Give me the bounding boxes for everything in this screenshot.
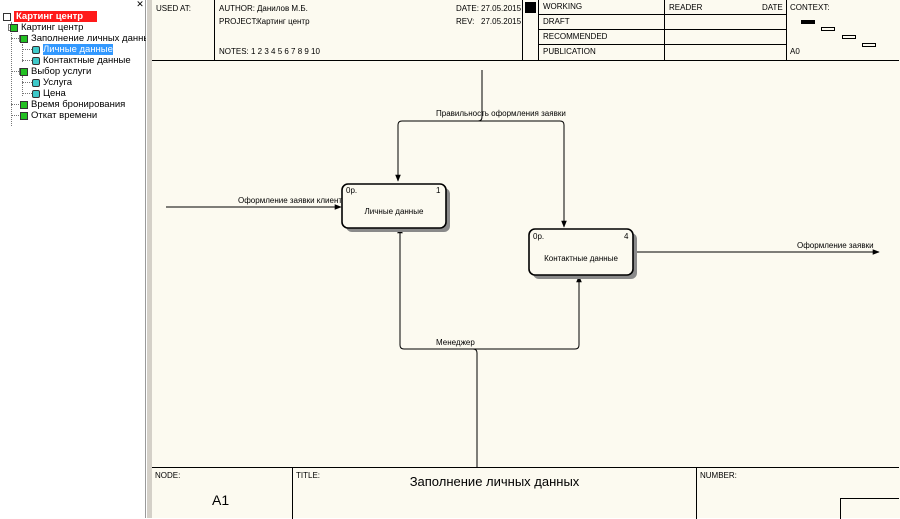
- activity-box-4[interactable]: 0р. 4 Контактные данные: [528, 228, 637, 279]
- context-box: [862, 43, 876, 47]
- reader-label: READER: [669, 3, 703, 12]
- activity-box-number: 1: [436, 186, 441, 195]
- node-value: A1: [212, 492, 230, 508]
- activity-icon: [20, 68, 28, 76]
- activity-box-name: Контактные данные: [544, 254, 618, 263]
- leaf-activity-icon: [32, 46, 40, 54]
- notes-label: NOTES: 1 2 3 4 5 6 7 8 9 10: [219, 47, 320, 56]
- status-marker: [525, 2, 536, 13]
- date-label: DATE:: [456, 4, 479, 13]
- mechanism-arrow-branch[interactable]: [473, 275, 582, 350]
- used-at-cell: USED AT:: [152, 0, 215, 60]
- activity-box-cost: 0р.: [346, 186, 357, 195]
- tree-item-service[interactable]: Услуга: [32, 78, 72, 88]
- page-title: Заполнение личных данных: [409, 474, 580, 489]
- activity-box-cost: 0р.: [533, 232, 544, 241]
- author-value: Данилов М.Б.: [257, 4, 308, 13]
- page-number-box: [840, 498, 899, 519]
- activity-box-1[interactable]: 0р. 1 Личные данные: [341, 183, 450, 232]
- tree-item-personal-data[interactable]: Личные данные: [32, 44, 113, 55]
- context-label: CONTEXT:: [790, 3, 830, 12]
- activity-icon: [20, 112, 28, 120]
- rev-value: 27.05.2015: [481, 17, 522, 26]
- idef0-diagram: Правильность оформления заявки Оформлени…: [166, 70, 880, 467]
- activity-box-number: 4: [624, 232, 629, 241]
- tree-item-price[interactable]: Цена: [32, 89, 66, 99]
- node-cell: NODE: A1: [152, 468, 293, 519]
- leaf-activity-icon: [32, 79, 40, 87]
- diagram-icon: [3, 13, 11, 21]
- diagram-header: USED AT: AUTHOR: Данилов М.Б. PROJECT: К…: [152, 0, 899, 61]
- status-recommended[interactable]: RECOMMENDED: [539, 30, 664, 45]
- status-draft[interactable]: DRAFT: [539, 15, 664, 30]
- activity-icon: [10, 24, 18, 32]
- model-explorer-pane: ✕ − − − Картинг центр Картинг центр Запо…: [0, 0, 155, 518]
- reader-cell: READER DATE: [665, 0, 787, 60]
- author-label: AUTHOR:: [219, 4, 255, 13]
- close-icon[interactable]: ✕: [136, 0, 144, 10]
- used-at-label: USED AT:: [156, 4, 191, 13]
- diagram-footer: NODE: A1 TITLE: Заполнение личных данных…: [152, 467, 899, 519]
- context-box: [842, 35, 856, 39]
- status-publication[interactable]: PUBLICATION: [543, 47, 596, 56]
- tree-item-choose-service[interactable]: Выбор услуги: [20, 67, 91, 77]
- number-label: NUMBER:: [700, 471, 737, 480]
- title-cell: TITLE: Заполнение личных данных: [293, 468, 697, 519]
- tree-item-contact-data[interactable]: Контактные данные: [32, 56, 131, 66]
- status-cell: WORKING DRAFT RECOMMENDED PUBLICATION: [539, 0, 665, 60]
- context-box-active: [801, 20, 815, 24]
- control-arrow-branch[interactable]: [478, 120, 567, 228]
- leaf-activity-icon: [32, 57, 40, 65]
- tree-item-booking-time[interactable]: Время бронирования: [20, 100, 125, 110]
- pane-splitter[interactable]: [146, 0, 153, 518]
- diagram-canvas[interactable]: USED AT: AUTHOR: Данилов М.Б. PROJECT: К…: [152, 0, 900, 519]
- control-arrow-stem[interactable]: [395, 70, 483, 182]
- number-cell: NUMBER:: [697, 468, 899, 519]
- activity-box-name: Личные данные: [365, 207, 424, 216]
- leaf-activity-icon: [32, 90, 40, 98]
- status-marker-cell: [523, 0, 539, 60]
- project-value: Картинг центр: [257, 17, 310, 26]
- reader-date-label: DATE: [762, 3, 783, 12]
- tree-item-time-rollback[interactable]: Откат времени: [20, 111, 97, 121]
- author-project-cell: AUTHOR: Данилов М.Б. PROJECT: Картинг це…: [215, 0, 523, 60]
- project-label: PROJECT:: [219, 17, 258, 26]
- output-arrow-label[interactable]: Оформление заявки: [797, 241, 874, 250]
- tree-root[interactable]: Картинг центр: [3, 11, 98, 22]
- mechanism-arrow-stem[interactable]: [397, 226, 478, 467]
- activity-icon: [20, 35, 28, 43]
- context-cell: CONTEXT: A0: [787, 0, 899, 60]
- node-label: NODE:: [155, 471, 181, 480]
- tree-item-karting-center[interactable]: Картинг центр: [10, 23, 83, 33]
- rev-label: REV:: [456, 17, 475, 26]
- context-box: [821, 27, 835, 31]
- status-working[interactable]: WORKING: [539, 0, 664, 15]
- control-arrow-label[interactable]: Правильность оформления заявки: [436, 109, 566, 118]
- mechanism-arrow-label[interactable]: Менеджер: [436, 338, 475, 347]
- title-label: TITLE:: [296, 471, 321, 480]
- date-value: 27.05.2015: [481, 4, 522, 13]
- input-arrow-label[interactable]: Оформление заявки клиентом: [238, 196, 352, 205]
- context-node: A0: [790, 47, 800, 56]
- tree-item-fill-personal-data[interactable]: Заполнение личных данных: [20, 34, 155, 44]
- activity-icon: [20, 101, 28, 109]
